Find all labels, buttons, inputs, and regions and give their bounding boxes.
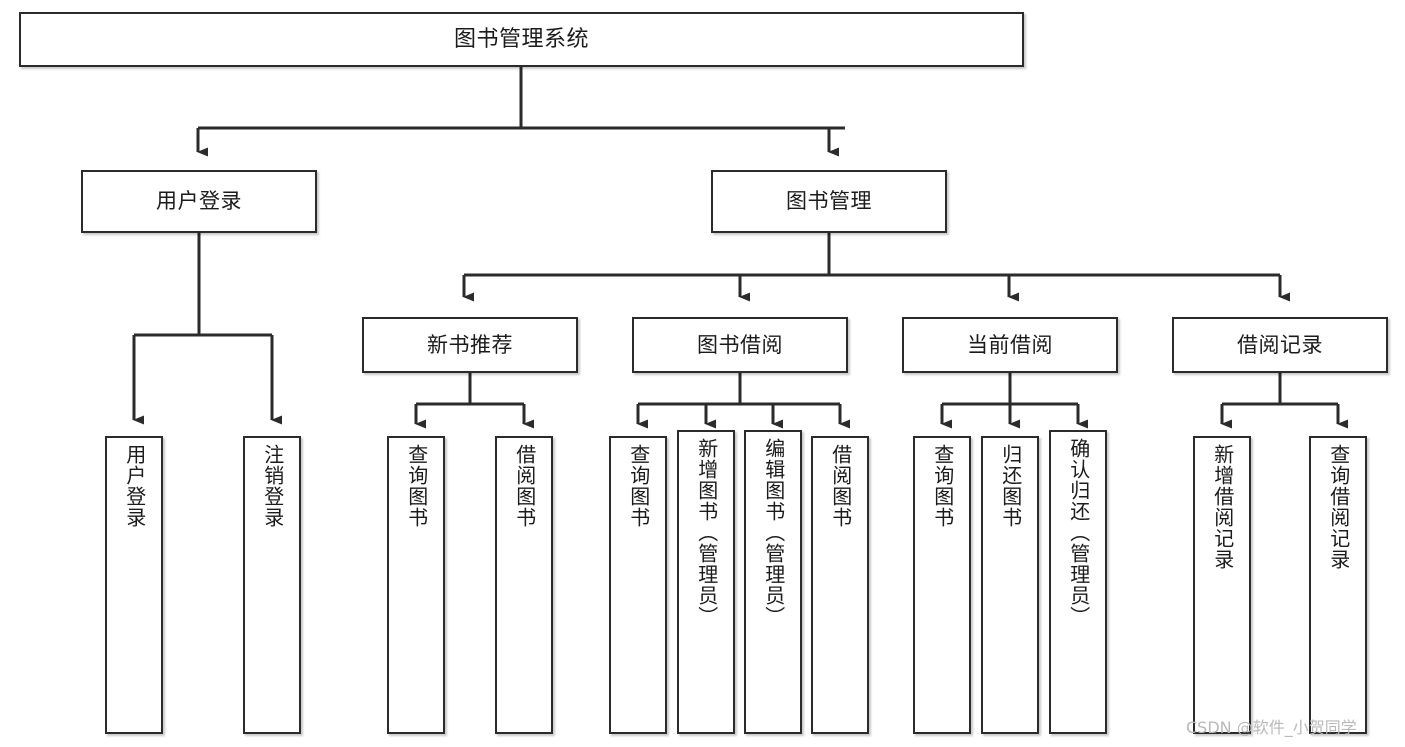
node-label: 借阅记录: [1237, 332, 1323, 357]
node-label: 查询借阅记录: [1326, 444, 1351, 570]
node-leaf-query-book-current[interactable]: 查询图书: [913, 436, 971, 734]
node-borrow-record[interactable]: 借阅记录: [1172, 317, 1388, 373]
node-label: 查询图书: [930, 444, 955, 528]
node-label: 图书管理: [786, 189, 872, 214]
node-leaf-borrow-book[interactable]: 借阅图书: [811, 436, 869, 734]
node-label: 新增图书（管理员）: [694, 438, 719, 627]
node-leaf-edit-book[interactable]: 编辑图书（管理员）: [744, 430, 802, 734]
node-label: 用户登录: [122, 444, 147, 528]
node-root-book-management-system[interactable]: 图书管理系统: [19, 12, 1024, 67]
node-label: 图书管理系统: [453, 26, 589, 52]
node-new-book-recommend[interactable]: 新书推荐: [362, 317, 578, 373]
node-label: 注销登录: [260, 444, 285, 528]
node-leaf-return-book[interactable]: 归还图书: [981, 436, 1039, 734]
node-current-borrow[interactable]: 当前借阅: [902, 317, 1118, 373]
node-book-borrow[interactable]: 图书借阅: [632, 317, 848, 373]
node-label: 查询图书: [404, 444, 429, 528]
node-leaf-logout[interactable]: 注销登录: [243, 436, 301, 734]
node-leaf-query-borrow-record[interactable]: 查询借阅记录: [1309, 436, 1367, 734]
csdn-watermark: CSDN @软件_小贺同学: [1186, 718, 1357, 737]
node-label: 借阅图书: [512, 444, 537, 528]
node-label: 查询图书: [626, 444, 651, 528]
node-label: 编辑图书（管理员）: [761, 438, 786, 627]
node-leaf-borrow-book-recommend[interactable]: 借阅图书: [495, 436, 553, 734]
node-leaf-add-borrow-record[interactable]: 新增借阅记录: [1193, 436, 1251, 734]
node-leaf-query-book-borrow[interactable]: 查询图书: [609, 436, 667, 734]
node-label: 当前借阅: [967, 332, 1053, 357]
node-label: 新书推荐: [427, 332, 513, 357]
node-leaf-user-login[interactable]: 用户登录: [105, 436, 163, 734]
node-leaf-confirm-return[interactable]: 确认归还（管理员）: [1049, 430, 1107, 734]
node-label: 归还图书: [998, 444, 1023, 528]
node-book-management[interactable]: 图书管理: [711, 170, 947, 233]
node-label: 新增借阅记录: [1210, 444, 1235, 570]
node-leaf-add-book[interactable]: 新增图书（管理员）: [677, 430, 735, 734]
node-label: 图书借阅: [697, 332, 783, 357]
node-leaf-query-book-recommend[interactable]: 查询图书: [387, 436, 445, 734]
node-label: 借阅图书: [828, 444, 853, 528]
node-label: 用户登录: [156, 189, 242, 214]
node-user-login[interactable]: 用户登录: [81, 170, 317, 233]
node-label: 确认归还（管理员）: [1066, 438, 1091, 627]
